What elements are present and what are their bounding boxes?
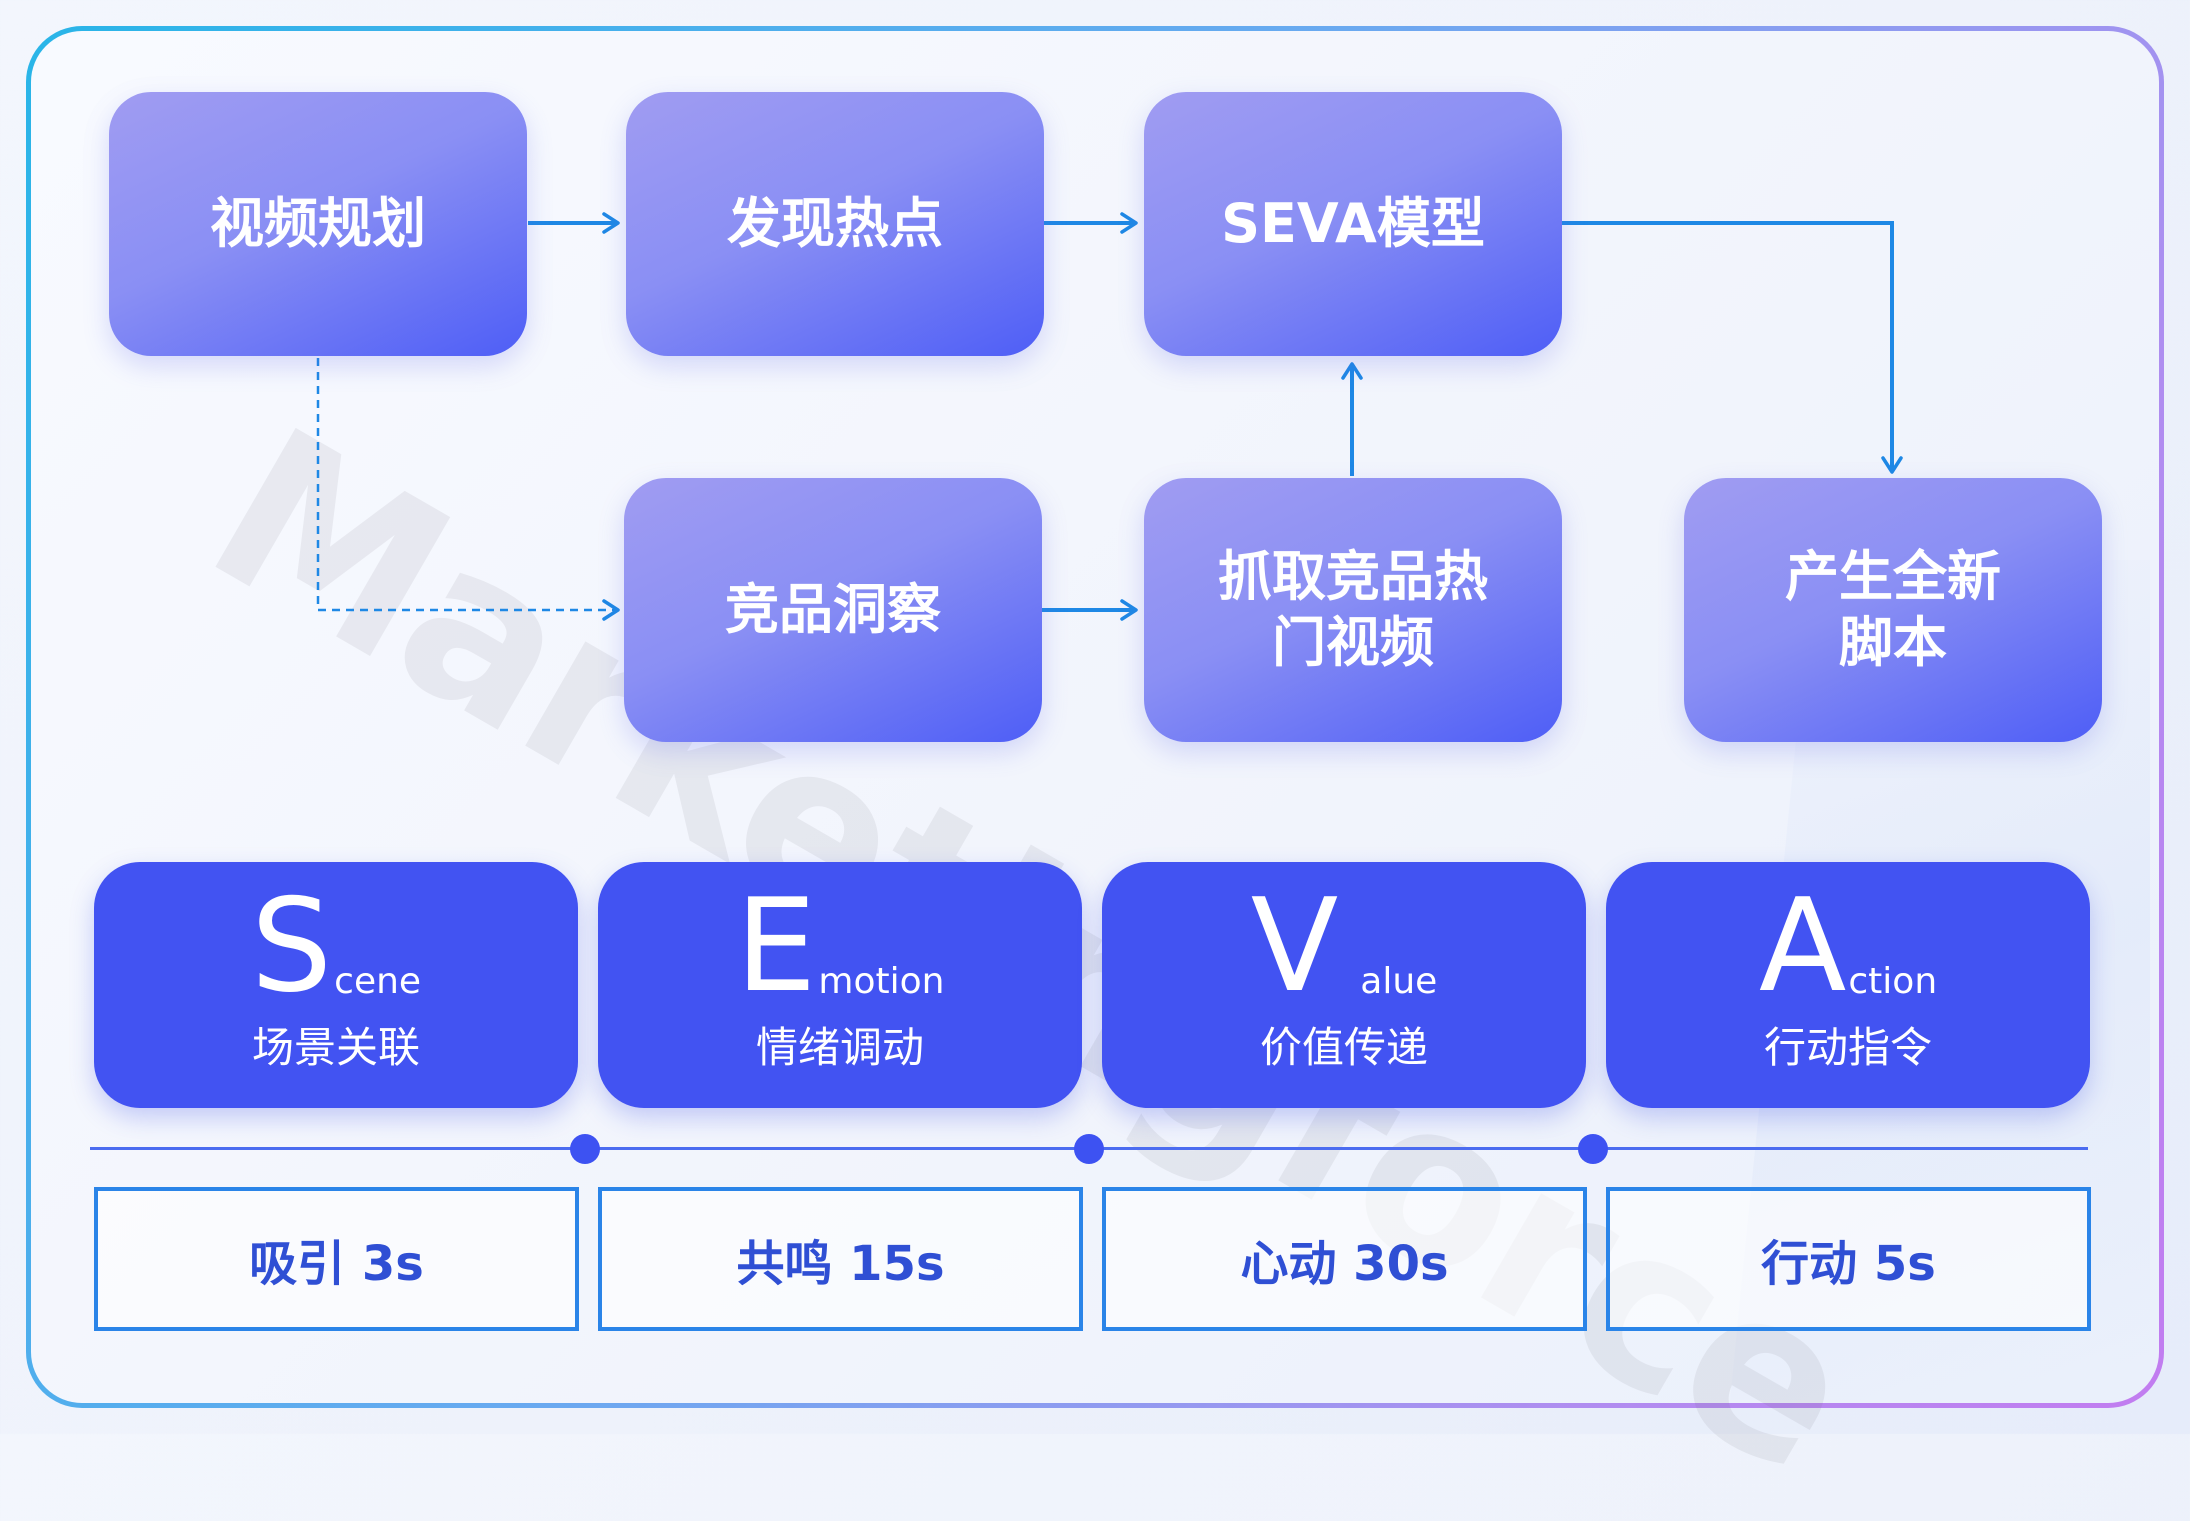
seva-word-rest: alue — [1360, 961, 1438, 1002]
box-grab-hot-videos: 抓取竞品热门视频 — [1144, 478, 1562, 742]
timeline-dot — [1074, 1134, 1104, 1164]
stage-resonate: 共鸣 15s — [598, 1187, 1083, 1331]
timeline-dot — [1578, 1134, 1608, 1164]
seva-letter: S — [250, 872, 333, 1021]
seva-letter: A — [1758, 872, 1847, 1021]
box-competitor-insight: 竞品洞察 — [624, 478, 1042, 742]
box-discover-hotspot: 发现热点 — [626, 92, 1044, 356]
stage-label: 心动 30s — [1240, 1236, 1449, 1292]
seva-label: 情绪调动 — [755, 1023, 924, 1072]
box-grab-hot-videos-label: 抓取竞品热门视频 — [1218, 545, 1488, 674]
arrow-seva-to-new-script — [1562, 221, 1903, 474]
seva-word-rest: cene — [334, 961, 422, 1002]
seva-block-value: V alue 价值传递 — [1102, 862, 1586, 1108]
seva-block-action: A ction 行动指令 — [1606, 862, 2090, 1108]
dashed-arrow-plan-to-insight — [316, 358, 620, 621]
box-video-plan: 视频规划 — [109, 92, 527, 356]
seva-word-rest: ction — [1848, 961, 1938, 1002]
box-seva-model-label: SEVA模型 — [1221, 192, 1485, 255]
box-new-script-label: 产生全新脚本 — [1785, 545, 2001, 674]
seva-block-scene: S cene 场景关联 — [94, 862, 578, 1108]
stage-label: 行动 5s — [1761, 1236, 1936, 1292]
seva-letter: V — [1250, 872, 1339, 1021]
seva-label: 场景关联 — [251, 1023, 420, 1072]
stage-attract: 吸引 3s — [94, 1187, 579, 1331]
stage-act: 行动 5s — [1606, 1187, 2091, 1331]
box-competitor-insight-label: 竞品洞察 — [725, 578, 941, 641]
seva-letter: E — [735, 872, 817, 1021]
flow-connectors — [316, 212, 1903, 621]
stage-label: 吸引 3s — [249, 1236, 424, 1292]
timeline-dot — [570, 1134, 600, 1164]
stage-label: 共鸣 15s — [736, 1236, 945, 1292]
box-new-script: 产生全新脚本 — [1684, 478, 2102, 742]
box-seva-model: SEVA模型 — [1144, 92, 1562, 356]
box-discover-hotspot-label: 发现热点 — [727, 192, 943, 255]
seva-block-emotion: E motion 情绪调动 — [598, 862, 1082, 1108]
stage-desire: 心动 30s — [1102, 1187, 1587, 1331]
seva-label: 价值传递 — [1259, 1023, 1428, 1072]
seva-label: 行动指令 — [1763, 1023, 1932, 1072]
box-video-plan-label: 视频规划 — [210, 192, 426, 255]
seva-word-rest: motion — [818, 961, 945, 1002]
